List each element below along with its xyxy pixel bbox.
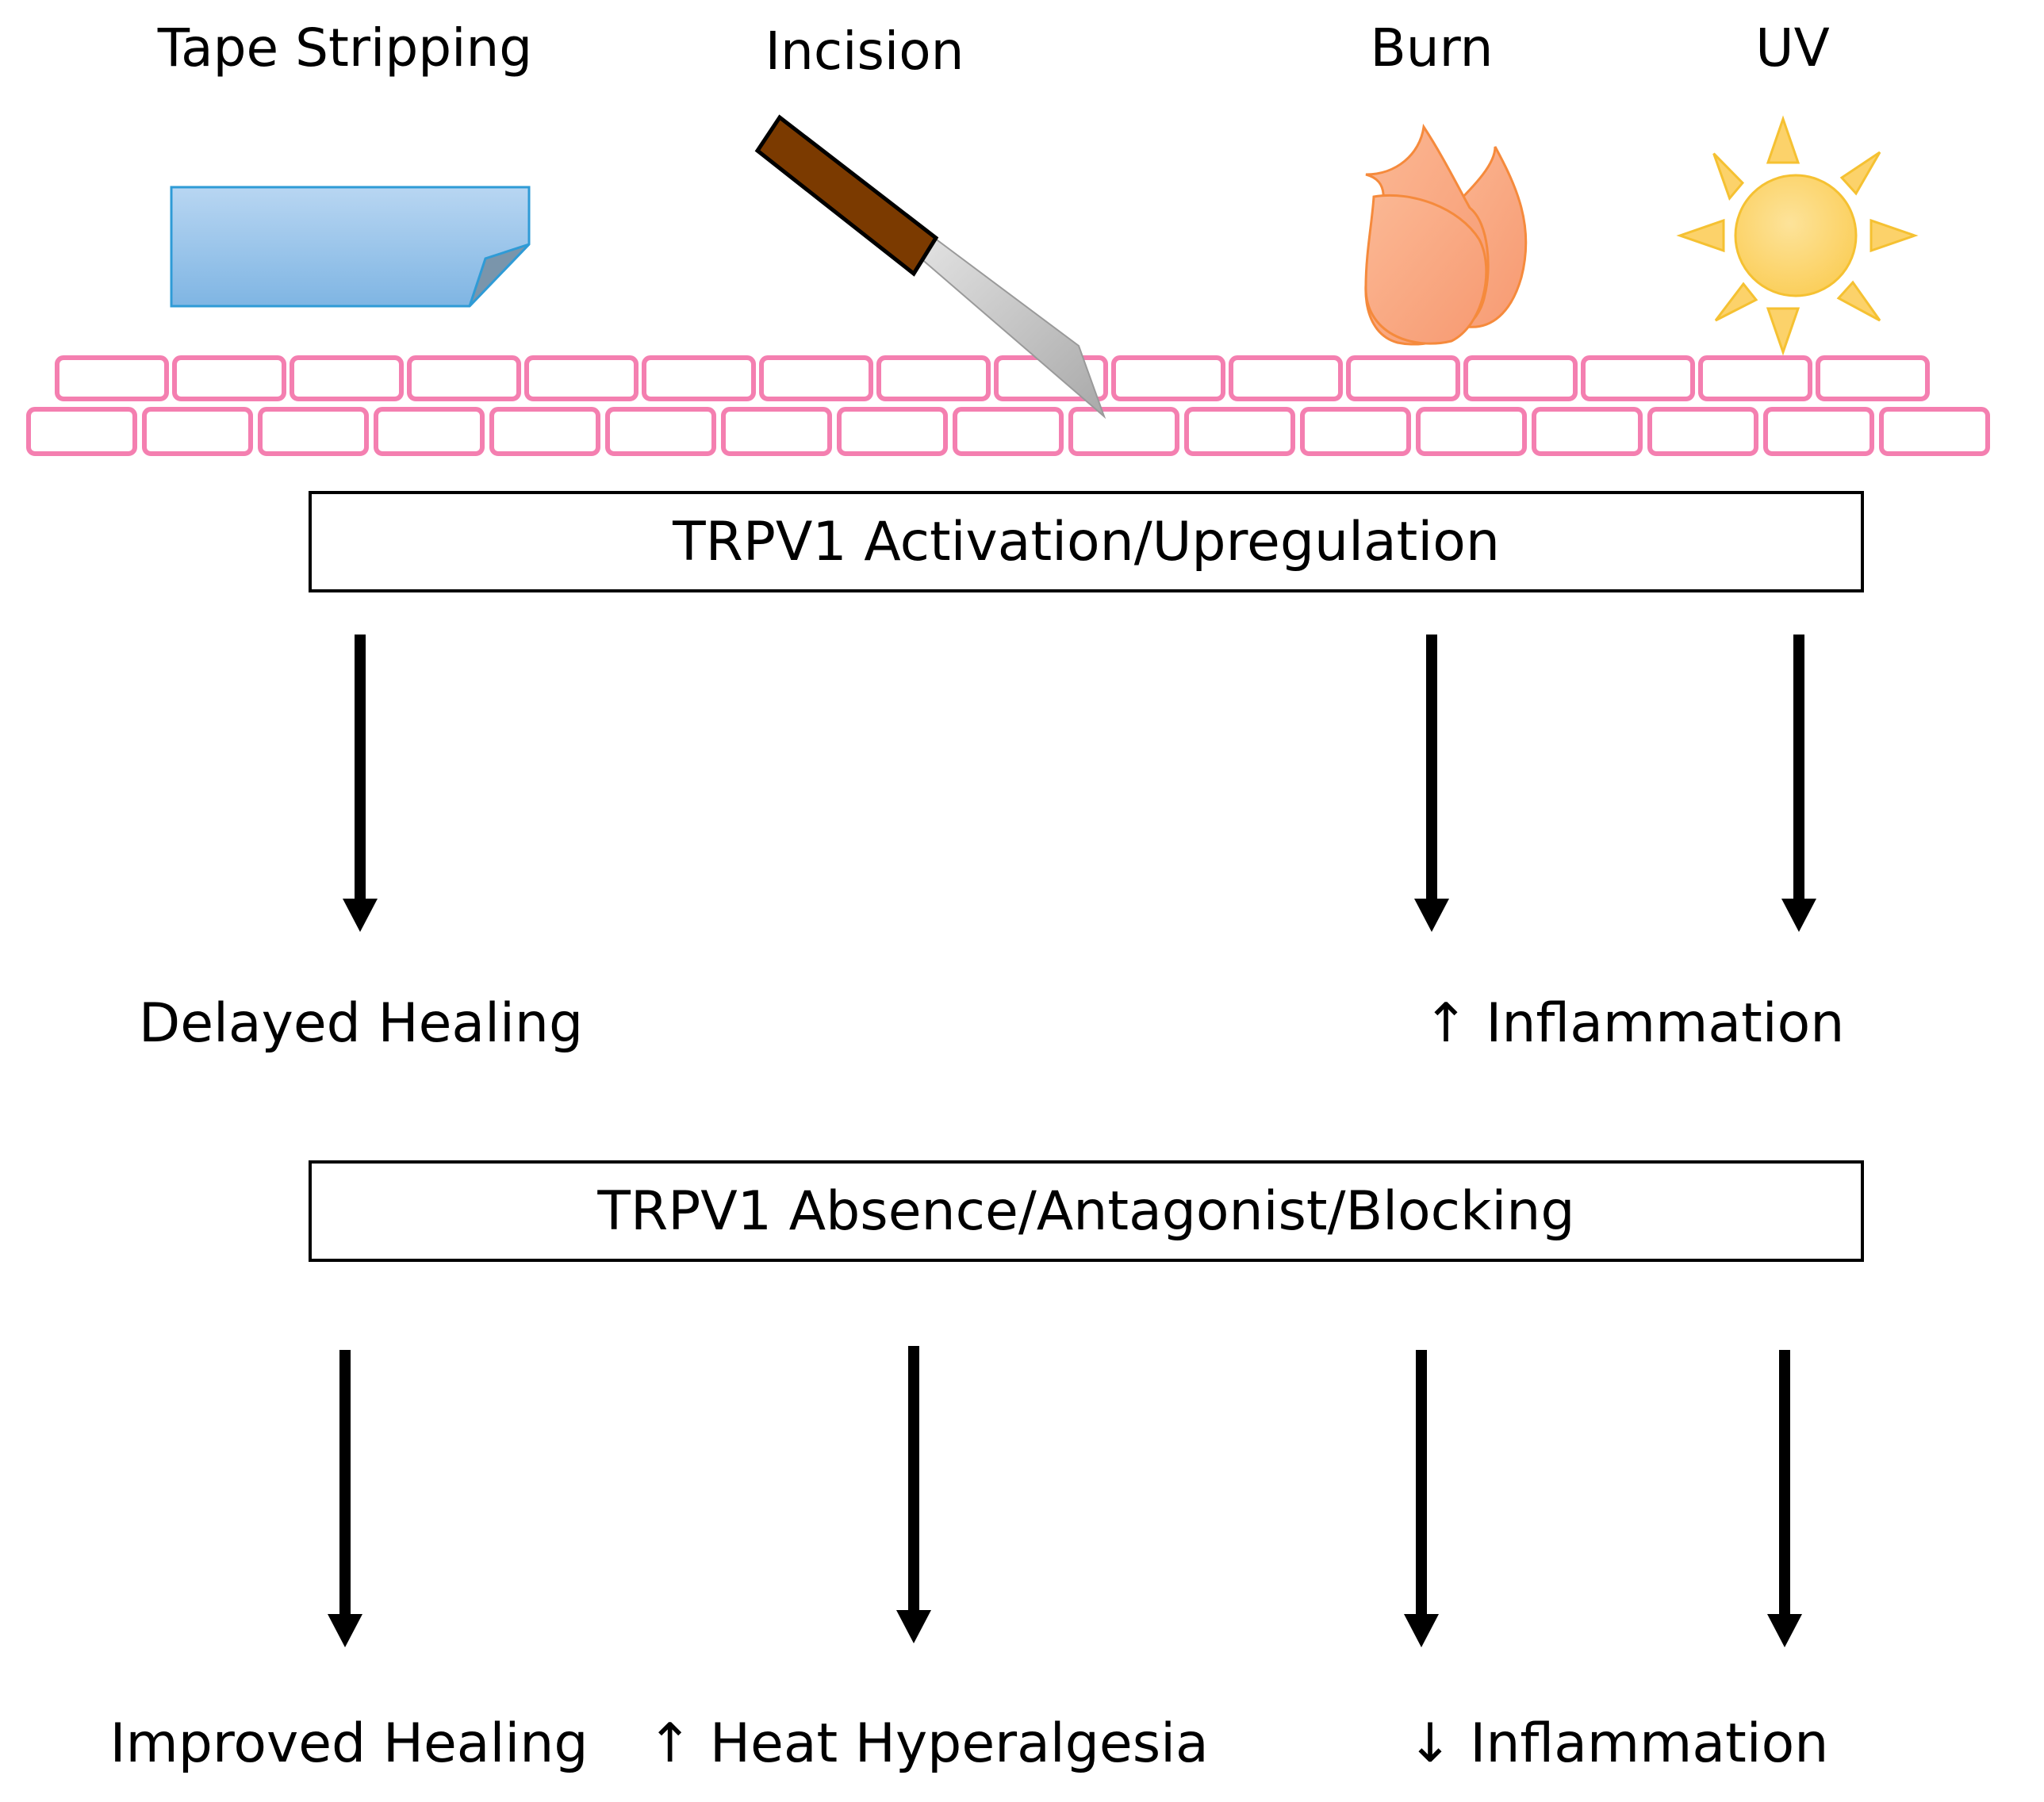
skin-cell <box>374 407 485 456</box>
skin-layer <box>26 355 1990 456</box>
label-burn: Burn <box>1370 17 1494 79</box>
skin-cell <box>1346 355 1460 401</box>
sun-icon <box>1676 115 1919 356</box>
outcome-heat-hyperalgesia: ↑ Heat Hyperalgesia <box>647 1712 1209 1775</box>
skin-cell <box>1463 355 1578 401</box>
outcome-improved-healing: Improved Healing <box>109 1712 589 1775</box>
outcome-decreased-inflammation: ↓ Inflammation <box>1407 1712 1829 1775</box>
skin-cell <box>172 355 286 401</box>
skin-cell <box>1416 407 1527 456</box>
skin-cell <box>1068 407 1179 456</box>
arrow-activation-burn <box>1414 635 1449 932</box>
skin-cell <box>1816 355 1930 401</box>
skin-cell <box>524 355 639 401</box>
label-tape-stripping: Tape Stripping <box>157 17 533 79</box>
skin-cell <box>489 407 600 456</box>
skin-cell <box>26 407 137 456</box>
arrow-activation-uv <box>1781 635 1816 932</box>
skin-cell <box>407 355 521 401</box>
skin-cell <box>721 407 832 456</box>
tape-icon <box>170 186 531 308</box>
skin-cell <box>290 355 404 401</box>
skin-cell <box>55 355 169 401</box>
skin-cell <box>1647 407 1758 456</box>
flame-icon <box>1364 123 1528 346</box>
skin-cell <box>1879 407 1990 456</box>
skin-cell <box>1229 355 1343 401</box>
knife-icon <box>754 114 1106 420</box>
skin-cell <box>142 407 253 456</box>
arrow-blocking-uv <box>1767 1350 1802 1647</box>
skin-cell <box>1184 407 1295 456</box>
skin-cell <box>1111 355 1225 401</box>
blocking-box: TRPV1 Absence/Antagonist/Blocking <box>309 1160 1864 1262</box>
skin-cell <box>605 407 716 456</box>
skin-cell <box>1763 407 1874 456</box>
skin-cell <box>876 355 991 401</box>
outcome-delayed-healing: Delayed Healing <box>138 992 584 1055</box>
skin-cell <box>1581 355 1695 401</box>
arrow-activation-tape <box>343 635 378 932</box>
skin-cell <box>837 407 948 456</box>
label-incision: Incision <box>765 21 964 82</box>
activation-box: TRPV1 Activation/Upregulation <box>309 491 1864 592</box>
label-uv: UV <box>1755 17 1830 79</box>
arrow-blocking-incision <box>896 1346 931 1643</box>
arrow-group <box>328 635 1816 1647</box>
skin-cell <box>642 355 756 401</box>
outcome-increased-inflammation: ↑ Inflammation <box>1423 992 1845 1055</box>
skin-cell <box>759 355 873 401</box>
skin-cell <box>1532 407 1643 456</box>
skin-cell <box>258 407 369 456</box>
skin-cell <box>953 407 1064 456</box>
arrow-blocking-burn <box>1404 1350 1439 1647</box>
skin-cell <box>1698 355 1812 401</box>
skin-cell <box>1300 407 1411 456</box>
arrow-blocking-tape <box>328 1350 362 1647</box>
